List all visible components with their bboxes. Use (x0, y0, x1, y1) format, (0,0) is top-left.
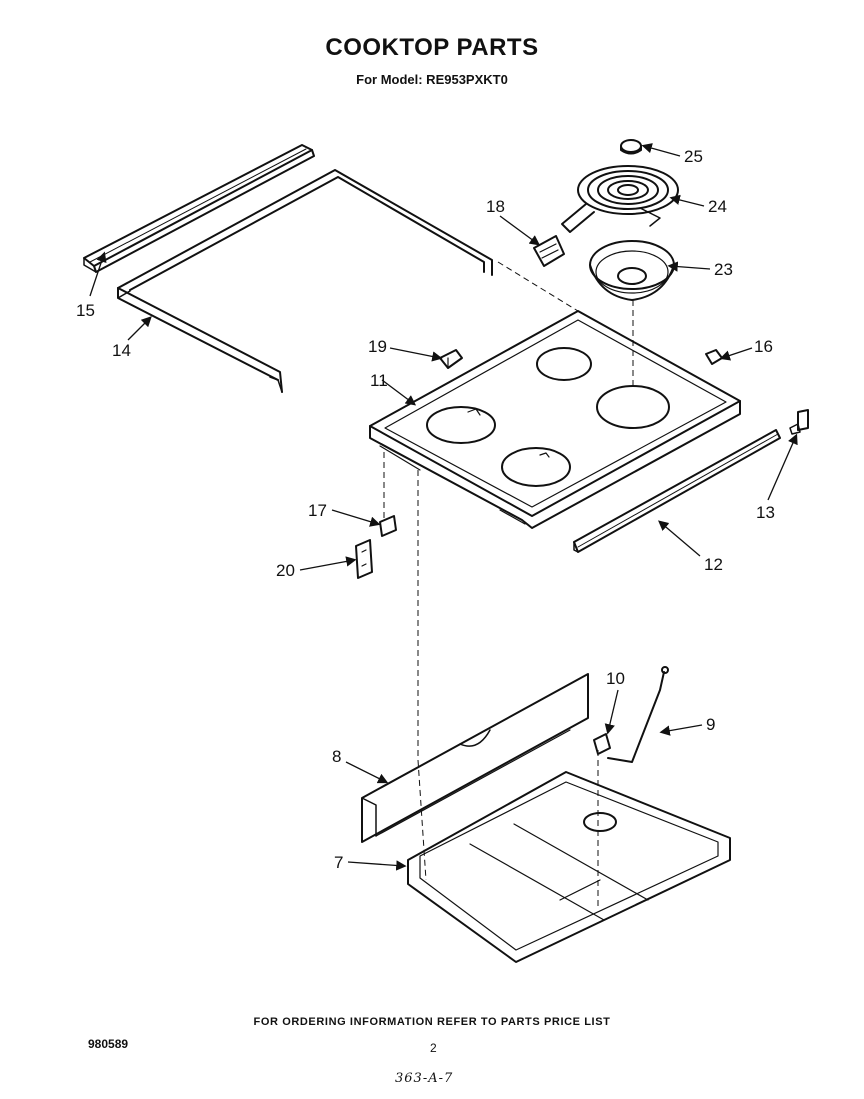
part-11-cooktop (369, 310, 741, 529)
part-23-drip-bowl (589, 240, 675, 301)
part-14-trim-frame (117, 169, 493, 393)
callout-13: 13 (756, 503, 775, 522)
callout-15: 15 (76, 301, 95, 320)
callout-10: 10 (606, 669, 625, 688)
callout-8: 8 (332, 747, 341, 766)
callout-7: 7 (334, 853, 343, 872)
handwritten-note: 363-A-7 (395, 1071, 454, 1086)
leader-lines (89, 143, 798, 871)
callout-24: 24 (708, 197, 727, 216)
part-8-panel (361, 673, 589, 843)
part-24-surface-element (561, 165, 679, 233)
page-number: 2 (430, 1041, 437, 1055)
callout-20: 20 (276, 561, 295, 580)
callout-19: 19 (368, 337, 387, 356)
part-12-front-trim (573, 429, 781, 553)
part-16-clip (705, 349, 723, 365)
part-15-rear-trim (83, 144, 315, 273)
part-13-clip (789, 409, 809, 435)
callout-18: 18 (486, 197, 505, 216)
part-19-clip (439, 349, 463, 369)
callout-12: 12 (704, 555, 723, 574)
ordering-note: FOR ORDERING INFORMATION REFER TO PARTS … (253, 1016, 611, 1028)
page-title: COOKTOP PARTS (325, 34, 539, 61)
part-18-terminal-block (533, 235, 565, 267)
callout-17: 17 (308, 501, 327, 520)
doc-number: 980589 (88, 1037, 129, 1051)
part-10-clip (593, 733, 611, 755)
part-25-cap (620, 139, 642, 155)
callout-23: 23 (714, 260, 733, 279)
callout-14: 14 (112, 341, 131, 360)
part-20-hinge (355, 539, 373, 579)
callout-9: 9 (706, 715, 715, 734)
callout-25: 25 (684, 147, 703, 166)
model-subtitle: For Model: RE953PXKT0 (356, 72, 508, 87)
part-17-bracket (379, 515, 397, 537)
part-7-burner-box (407, 771, 731, 963)
callout-11: 11 (370, 371, 388, 390)
part-9-rod (607, 666, 669, 763)
alignment-guides (383, 261, 634, 906)
callout-16: 16 (754, 337, 773, 356)
